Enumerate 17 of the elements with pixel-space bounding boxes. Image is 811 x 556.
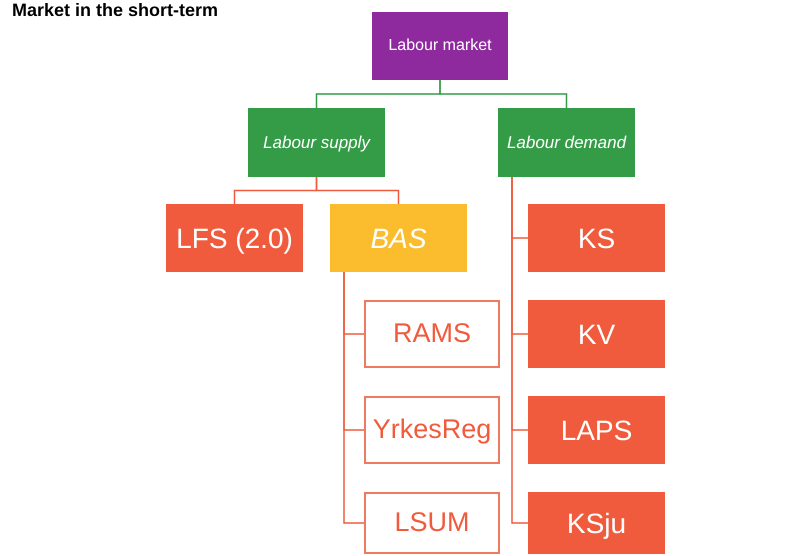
survey-box: KSju bbox=[528, 492, 665, 554]
register-box: YrkesReg bbox=[364, 396, 500, 464]
survey-box: KS bbox=[528, 204, 665, 272]
category-box: Labour demand bbox=[498, 108, 635, 177]
connector-line bbox=[439, 80, 568, 108]
root-box: Labour market bbox=[372, 12, 508, 80]
survey-box: KV bbox=[528, 300, 665, 368]
survey-box: LFS (2.0) bbox=[166, 204, 303, 272]
survey-box: LAPS bbox=[528, 396, 665, 464]
category-box: Labour supply bbox=[248, 108, 385, 177]
connector-line bbox=[316, 177, 400, 204]
register-box: RAMS bbox=[364, 300, 500, 368]
subcategory-box: BAS bbox=[330, 204, 467, 272]
connector-line bbox=[343, 272, 364, 524]
connector-line bbox=[511, 177, 528, 524]
title: Market in the short-term bbox=[12, 0, 218, 20]
register-box: LSUM bbox=[364, 492, 500, 554]
